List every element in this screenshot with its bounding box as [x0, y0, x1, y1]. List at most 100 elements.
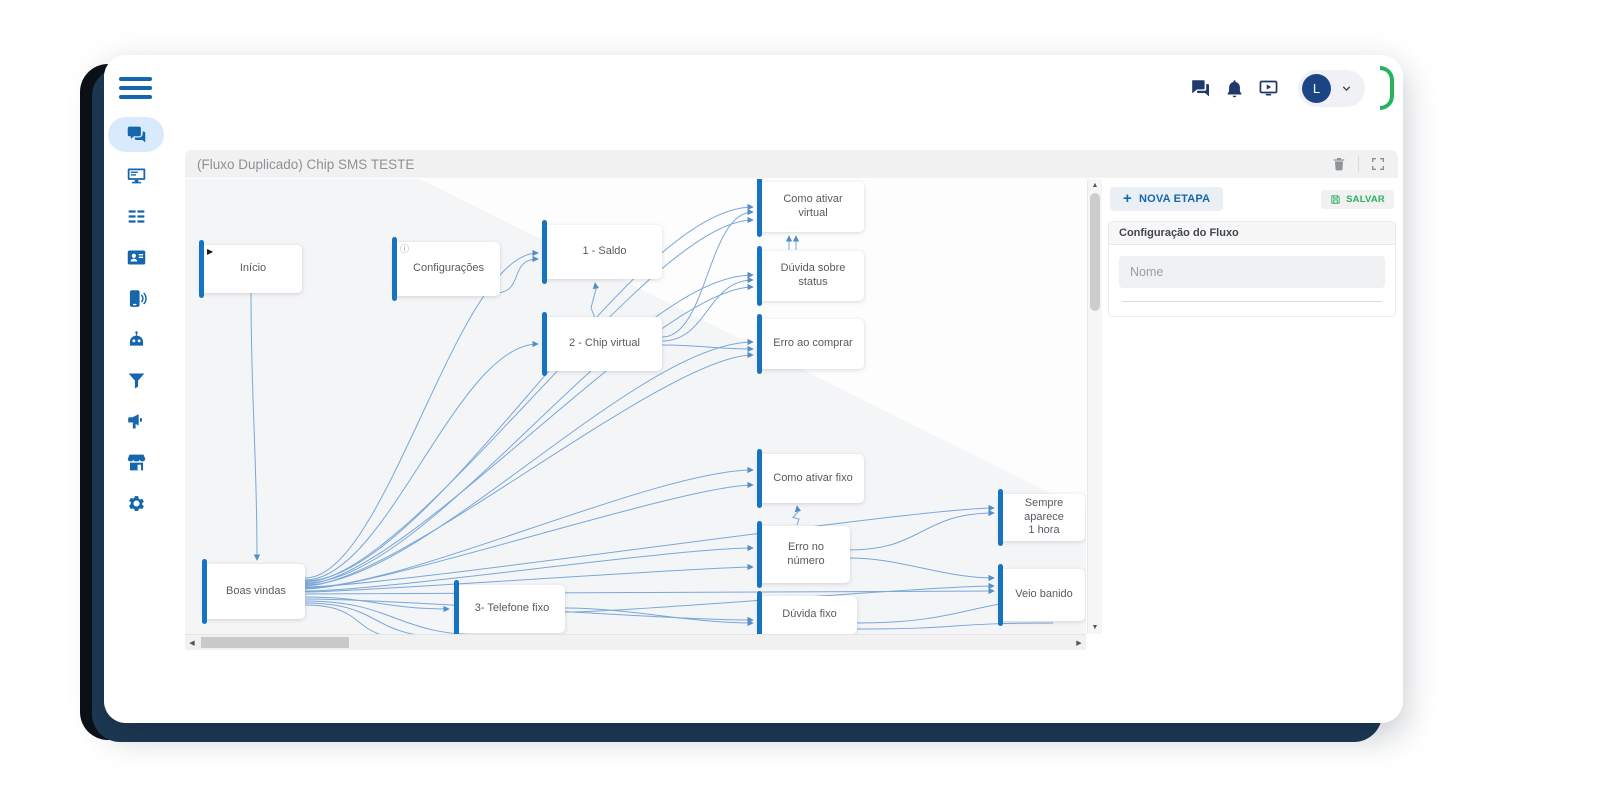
plus-icon: +: [1123, 190, 1132, 207]
flow-edge: [304, 283, 754, 585]
vertical-scroll-thumb[interactable]: [1090, 193, 1100, 311]
flow-edge: [304, 544, 754, 592]
flow-edge: [494, 255, 539, 294]
node-accent-bar: [757, 314, 762, 374]
flow-edge: [304, 604, 381, 634]
chat-icon: [126, 124, 147, 145]
tutorials-icon[interactable]: [1258, 78, 1279, 99]
flow-edge: [304, 338, 754, 586]
sidebar-item-settings[interactable]: [108, 486, 164, 521]
node-accent-bar: [542, 220, 547, 284]
node-accent-bar: [757, 591, 762, 634]
flow-node-duvida-fixo[interactable]: Dúvida fixo: [757, 591, 857, 634]
flow-node-erro-no-numero[interactable]: Erro no número: [757, 521, 850, 588]
flow-name-input[interactable]: [1119, 256, 1385, 288]
save-icon: [1331, 194, 1340, 204]
flow-node-como-ativar-virtual[interactable]: Como ativar virtual: [757, 179, 864, 237]
brand-green-tag: [1380, 66, 1394, 110]
robot-icon: [126, 329, 147, 350]
fullscreen-button[interactable]: [1370, 156, 1386, 172]
sidebar-item-contacts[interactable]: [108, 240, 164, 275]
main-area: L (Fluxo Duplicado) Chip SMS TESTE: [168, 55, 1403, 723]
horizontal-scroll-thumb[interactable]: [201, 637, 349, 648]
scroll-right-arrow[interactable]: ▶: [1076, 639, 1082, 647]
scroll-up-arrow[interactable]: ▲: [1091, 182, 1099, 189]
node-accent-bar: [998, 564, 1003, 626]
flow-edge: [661, 276, 754, 342]
panel-divider: [1122, 301, 1382, 302]
flow-config-card: Configuração do Fluxo: [1108, 221, 1396, 317]
monitor-icon: [126, 165, 147, 186]
delete-flow-button[interactable]: [1331, 156, 1347, 172]
flow-config-body: [1109, 245, 1395, 316]
rows-icon: [126, 206, 147, 227]
flow-edge: [661, 344, 754, 353]
user-menu[interactable]: L: [1298, 69, 1365, 107]
flow-node-inicio[interactable]: ▶Início: [199, 240, 302, 298]
flow-edge: [304, 351, 754, 587]
node-label: 3- Telefone fixo: [474, 602, 550, 615]
flow-edge: [304, 216, 754, 583]
conversations-icon[interactable]: [1190, 78, 1211, 99]
flow-edge: [304, 481, 754, 590]
node-label: Como ativar virtual: [783, 193, 843, 219]
flow-node-sempre-aparece[interactable]: Sempre aparece 1 hora: [998, 489, 1085, 546]
sidebar-item-funnel[interactable]: [108, 363, 164, 398]
flow-title-bar: (Fluxo Duplicado) Chip SMS TESTE: [185, 150, 1398, 178]
node-label: 1 - Saldo: [582, 245, 627, 258]
sidebar-item-chatbot[interactable]: [108, 322, 164, 357]
flow-node-telefone-fixo[interactable]: 3- Telefone fixo: [454, 580, 565, 634]
new-step-button[interactable]: + NOVA ETAPA: [1110, 187, 1224, 211]
node-accent-bar: [454, 580, 459, 634]
node-label: Erro ao comprar: [773, 337, 853, 350]
horizontal-scrollbar[interactable]: ◀ ▶: [185, 634, 1086, 650]
topbar-icons: L: [1190, 66, 1394, 110]
sidebar-item-conversations[interactable]: [108, 117, 164, 152]
contact-icon: [126, 247, 147, 268]
node-label: Erro no número: [787, 540, 825, 567]
flow-node-chip-virtual[interactable]: 2 - Chip virtual: [542, 312, 662, 376]
flow-node-boas-vindas[interactable]: Boas vindas: [202, 559, 305, 624]
flow-node-saldo[interactable]: 1 - Saldo: [542, 220, 662, 284]
flow-edge: [304, 203, 754, 582]
sidebar: [104, 55, 169, 723]
vertical-scrollbar[interactable]: ▲ ▼: [1087, 179, 1102, 634]
flow-edge: [792, 505, 802, 526]
sidebar-item-channels[interactable]: [108, 281, 164, 316]
flow-node-duvida-sobre-status[interactable]: Dúvida sobre status: [757, 246, 864, 306]
flow-edge: [304, 271, 754, 584]
node-label: Dúvida sobre status: [780, 262, 846, 288]
save-button[interactable]: SALVAR: [1321, 189, 1394, 209]
node-label: Veio banido: [1015, 588, 1073, 601]
flow-node-como-ativar-fixo[interactable]: Como ativar fixo: [757, 449, 864, 508]
node-accent-bar: [542, 312, 547, 376]
flow-edge: [304, 340, 539, 581]
scroll-down-arrow[interactable]: ▼: [1091, 624, 1099, 631]
node-label: 2 - Chip virtual: [569, 337, 640, 350]
menu-hamburger-icon[interactable]: [119, 77, 152, 99]
right-panel: + NOVA ETAPA SALVAR Configuração do Flux…: [1106, 179, 1398, 649]
node-label: Como ativar fixo: [773, 471, 853, 484]
notifications-icon[interactable]: [1224, 78, 1245, 99]
sidebar-item-lists[interactable]: [108, 199, 164, 234]
scroll-left-arrow[interactable]: ◀: [189, 639, 195, 647]
sidebar-item-campaigns[interactable]: [108, 404, 164, 439]
flow-edge: [304, 504, 995, 588]
chevron-down-icon: [1340, 82, 1353, 95]
flow-node-erro-ao-comprar[interactable]: Erro ao comprar: [757, 314, 864, 374]
node-label: Sempre aparece 1 hora: [1024, 496, 1064, 537]
store-icon: [126, 452, 147, 473]
flow-edge: [661, 208, 754, 338]
sidebar-item-marketplace[interactable]: [108, 445, 164, 480]
phone-icon: [126, 288, 147, 309]
flow-node-veio-banido[interactable]: Veio banido: [998, 564, 1085, 626]
flow-edge: [856, 622, 1054, 630]
flow-edge: [849, 509, 995, 551]
flow-edge: [304, 596, 450, 613]
toolbar-divider: [1358, 156, 1359, 172]
avatar: L: [1302, 73, 1331, 103]
flow-edge: [304, 587, 995, 595]
sidebar-item-dashboard[interactable]: [108, 158, 164, 193]
